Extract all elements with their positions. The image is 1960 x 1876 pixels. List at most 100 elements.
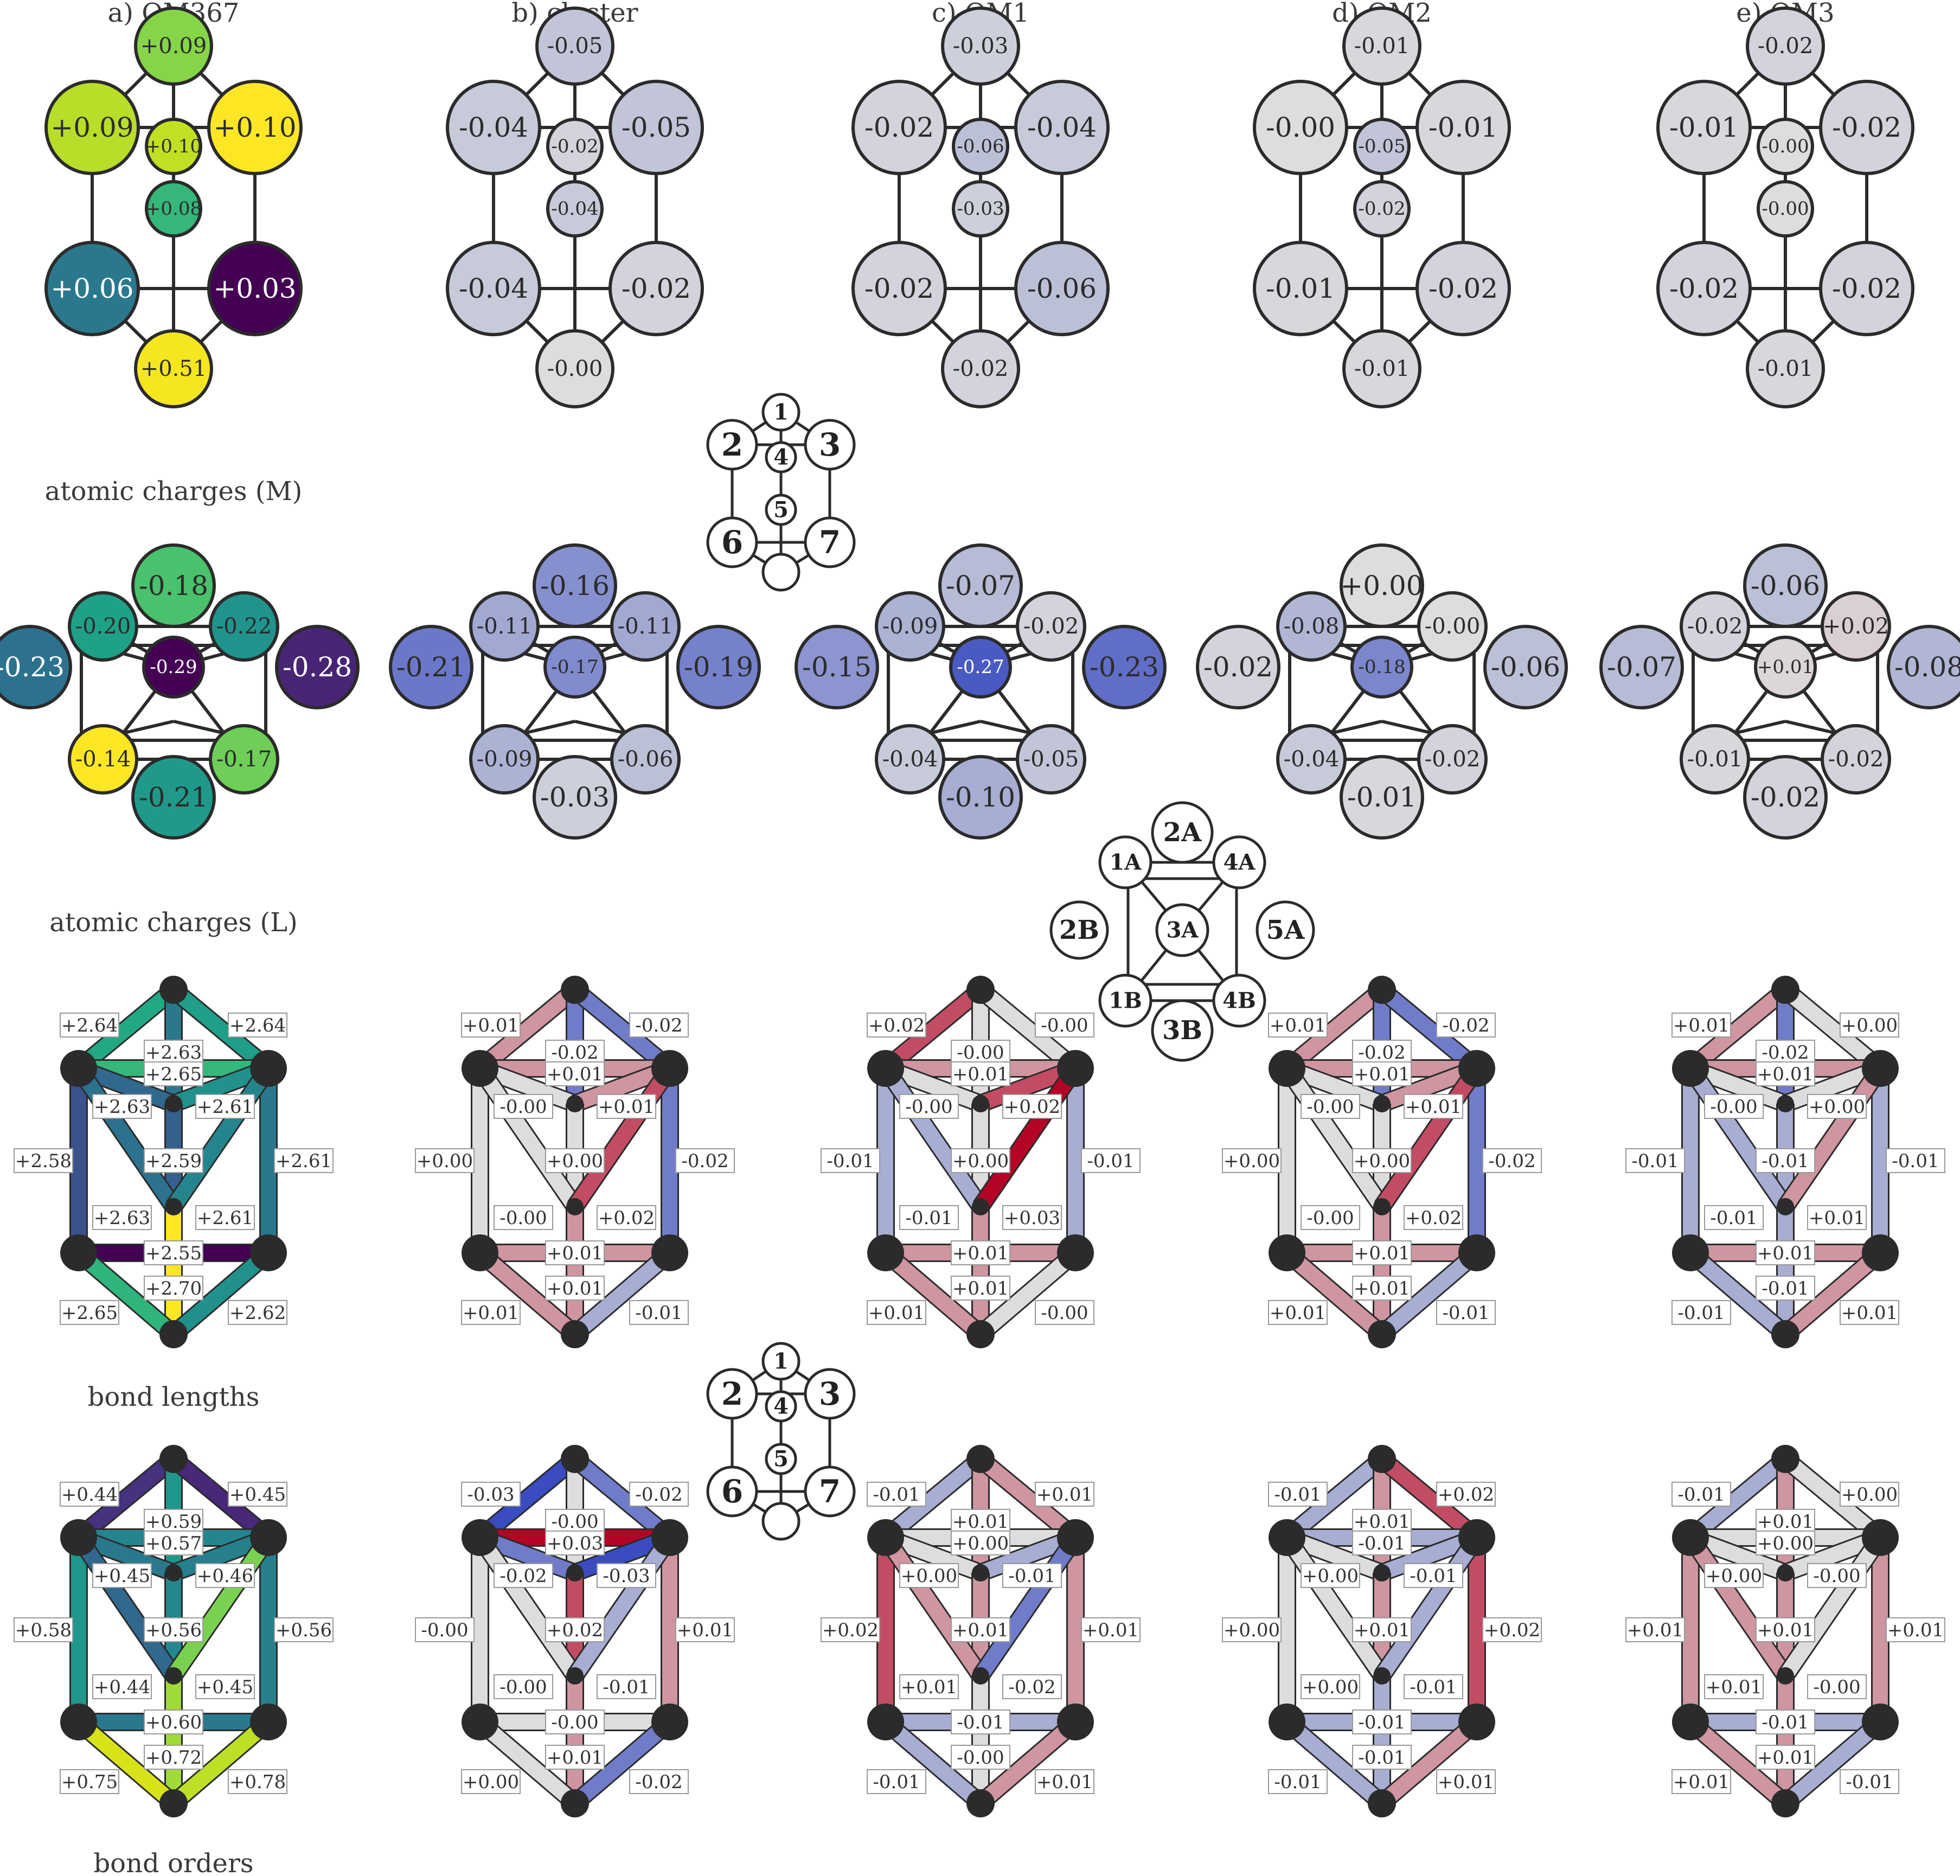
charge-value: -0.18	[1358, 656, 1405, 678]
bond-value: +0.01	[1438, 1771, 1494, 1793]
bond-label-box	[1352, 1709, 1412, 1734]
key-node	[761, 1342, 800, 1381]
bond-bar	[1282, 1247, 1387, 1340]
key-node	[1098, 835, 1152, 889]
bond-value: +0.46	[197, 1565, 253, 1587]
charge-value: -0.02	[551, 136, 598, 157]
key-node	[706, 419, 758, 471]
key-label: 1	[773, 400, 789, 425]
bond-lengths-panel-qm2: +0.01-0.02-0.02+0.01-0.00+0.01+0.00+0.00…	[1222, 976, 1542, 1348]
atom-dot	[462, 1704, 498, 1740]
bond-label-box	[228, 1300, 287, 1325]
bond-value: -0.01	[1677, 1484, 1725, 1506]
atom-node	[207, 241, 303, 336]
bond-label-box	[144, 1276, 203, 1301]
bond-value: -0.01	[1710, 1207, 1757, 1229]
atom-dot	[1458, 1519, 1495, 1556]
charge-value: -0.04	[459, 112, 528, 143]
charge-value: -0.05	[622, 112, 691, 143]
charge-value: -0.17	[551, 656, 598, 678]
bond-label-box	[1625, 1148, 1685, 1173]
bond-value: +0.01	[463, 1302, 519, 1324]
bond-bar	[1780, 1716, 1886, 1809]
charges-l-panel-qm3: -0.06-0.02+0.02-0.07+0.01-0.08-0.01-0.02…	[1599, 543, 1960, 840]
bond-label-box	[545, 1709, 605, 1734]
bond-value: +0.01	[547, 1243, 603, 1264]
bond-label-box	[1035, 1013, 1094, 1038]
bond-value: -0.01	[1410, 1676, 1457, 1698]
bond-label-box	[228, 1769, 287, 1794]
atom-dot	[1777, 1667, 1794, 1685]
atom-dot	[966, 1445, 995, 1473]
bond-value: +0.03	[1004, 1207, 1060, 1229]
charges-m-panel-qm2: -0.01-0.00-0.01-0.05-0.02-0.01-0.02-0.01	[1253, 7, 1511, 408]
bond-label-box	[1268, 1769, 1328, 1794]
atom-node	[1353, 180, 1411, 238]
bond-label-box	[1704, 1674, 1764, 1699]
atom-node	[209, 724, 279, 795]
atom-node	[1743, 755, 1828, 840]
bond-value: -0.01	[635, 1302, 682, 1324]
atom-dot	[561, 1320, 589, 1348]
bond-label-box	[1756, 1709, 1815, 1734]
bond-value: -0.02	[1488, 1150, 1535, 1172]
charge-value: -0.23	[1090, 651, 1159, 683]
bond-value: +0.00	[1841, 1484, 1898, 1506]
bond-bar	[72, 1533, 180, 1680]
key-node	[1155, 903, 1209, 957]
bond-value: +0.02	[822, 1619, 879, 1641]
bond-label-box	[1404, 1674, 1463, 1699]
key-node	[1212, 835, 1266, 889]
key-node	[1212, 974, 1266, 1028]
bond-value: -0.00	[1306, 1096, 1354, 1118]
bond-value: +0.00	[1841, 1015, 1898, 1036]
bond-label-box	[144, 1148, 203, 1173]
bond-bar	[74, 984, 178, 1074]
charge-value: +0.10	[145, 136, 202, 157]
charge-value: -0.02	[1429, 273, 1498, 304]
bond-value: +0.01	[1627, 1619, 1683, 1641]
charge-value: -0.06	[618, 747, 674, 772]
charge-value: -0.02	[1203, 651, 1273, 683]
bond-label-box	[60, 1482, 119, 1507]
charge-value: -0.00	[547, 356, 603, 381]
bond-label-box	[1404, 1094, 1463, 1119]
bond-value: +0.01	[901, 1676, 957, 1698]
bond-label-box	[597, 1674, 656, 1699]
atom-dot	[1777, 1095, 1794, 1112]
charges-l-panel-qm1: -0.07-0.09-0.02-0.15-0.27-0.23-0.04-0.05…	[795, 543, 1167, 840]
bond-label-box	[415, 1617, 475, 1642]
key-label: 1A	[1110, 850, 1142, 875]
charge-value: -0.09	[882, 614, 938, 639]
atom-dot	[165, 1564, 182, 1582]
bond-bar	[168, 1247, 274, 1340]
bond-bar	[879, 1064, 987, 1211]
bond-value: +2.65	[61, 1302, 118, 1324]
atom-dot	[561, 1789, 589, 1817]
bond-label-box	[1301, 1205, 1360, 1230]
bond-value: -0.00	[1041, 1302, 1088, 1324]
charge-value: -0.05	[547, 34, 603, 59]
bond-label-box	[1002, 1205, 1062, 1230]
atom-node	[131, 755, 216, 840]
atom-node	[134, 329, 213, 408]
bond-bar	[881, 984, 985, 1074]
atom-node	[949, 636, 1012, 699]
bond-label-box	[1756, 1061, 1815, 1086]
bond-value: +0.01	[1809, 1207, 1865, 1229]
atom-dot	[561, 976, 589, 1004]
bond-bar	[1780, 984, 1885, 1074]
charge-value: -0.20	[75, 614, 131, 639]
bond-label-box	[951, 1709, 1010, 1734]
bond-value: +0.01	[1354, 1064, 1410, 1085]
atom-dot	[1269, 1519, 1305, 1556]
key-node	[706, 516, 758, 568]
atom-node	[1819, 241, 1914, 336]
charge-value: +0.10	[213, 112, 296, 143]
atom-dot	[1672, 1519, 1709, 1556]
atom-dot	[1862, 1704, 1899, 1740]
bond-label-box	[675, 1148, 735, 1173]
charge-value: -0.02	[1832, 112, 1901, 143]
